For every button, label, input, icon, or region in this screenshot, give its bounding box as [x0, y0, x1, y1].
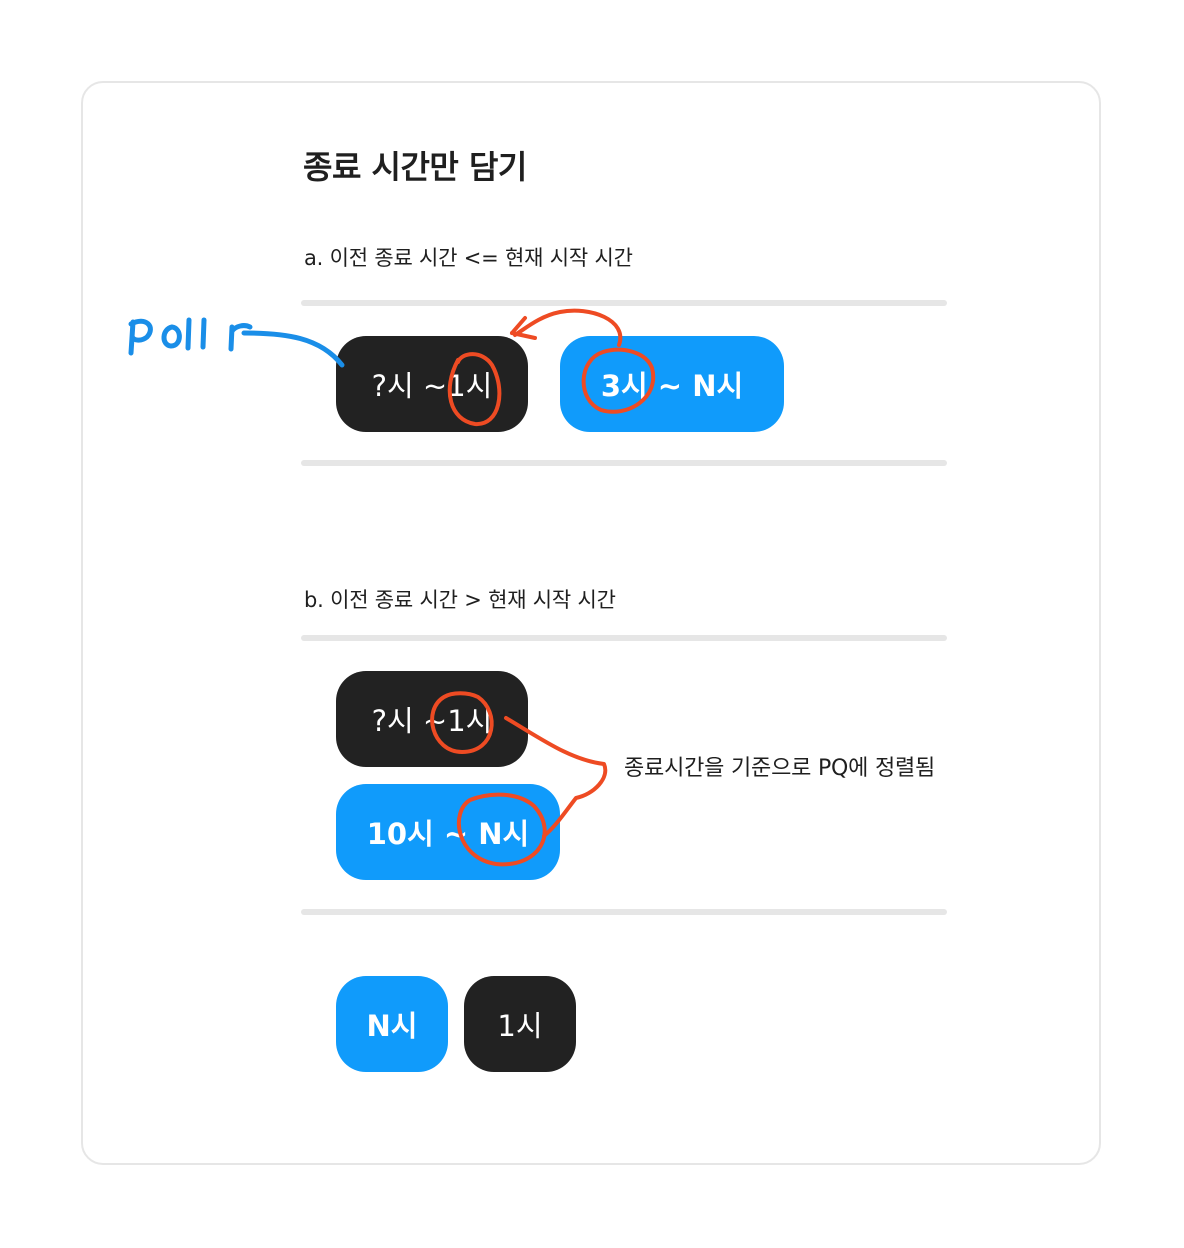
result-pill-1: 1시 — [464, 976, 576, 1072]
result-pill-n: N시 — [336, 976, 448, 1072]
section-a-bottom-divider — [301, 460, 947, 466]
section-b-label: b. 이전 종료 시간 > 현재 시작 시간 — [304, 588, 616, 612]
section-b-top-divider — [301, 635, 947, 641]
diagram-card — [81, 81, 1101, 1165]
section-b-bottom-divider — [301, 909, 947, 915]
section-a-pill-current: 3시 ~ N시 — [560, 336, 784, 432]
diagram-title: 종료 시간만 담기 — [303, 148, 527, 186]
section-a-top-divider — [301, 300, 947, 306]
section-b-pill-previous: ?시 ~1시 — [336, 671, 528, 767]
section-a-pill-previous: ?시 ~1시 — [336, 336, 528, 432]
section-b-note: 종료시간을 기준으로 PQ에 정렬됨 — [624, 756, 936, 781]
section-a-label: a. 이전 종료 시간 <= 현재 시작 시간 — [304, 246, 633, 270]
section-b-pill-current: 10시 ~ N시 — [336, 784, 560, 880]
